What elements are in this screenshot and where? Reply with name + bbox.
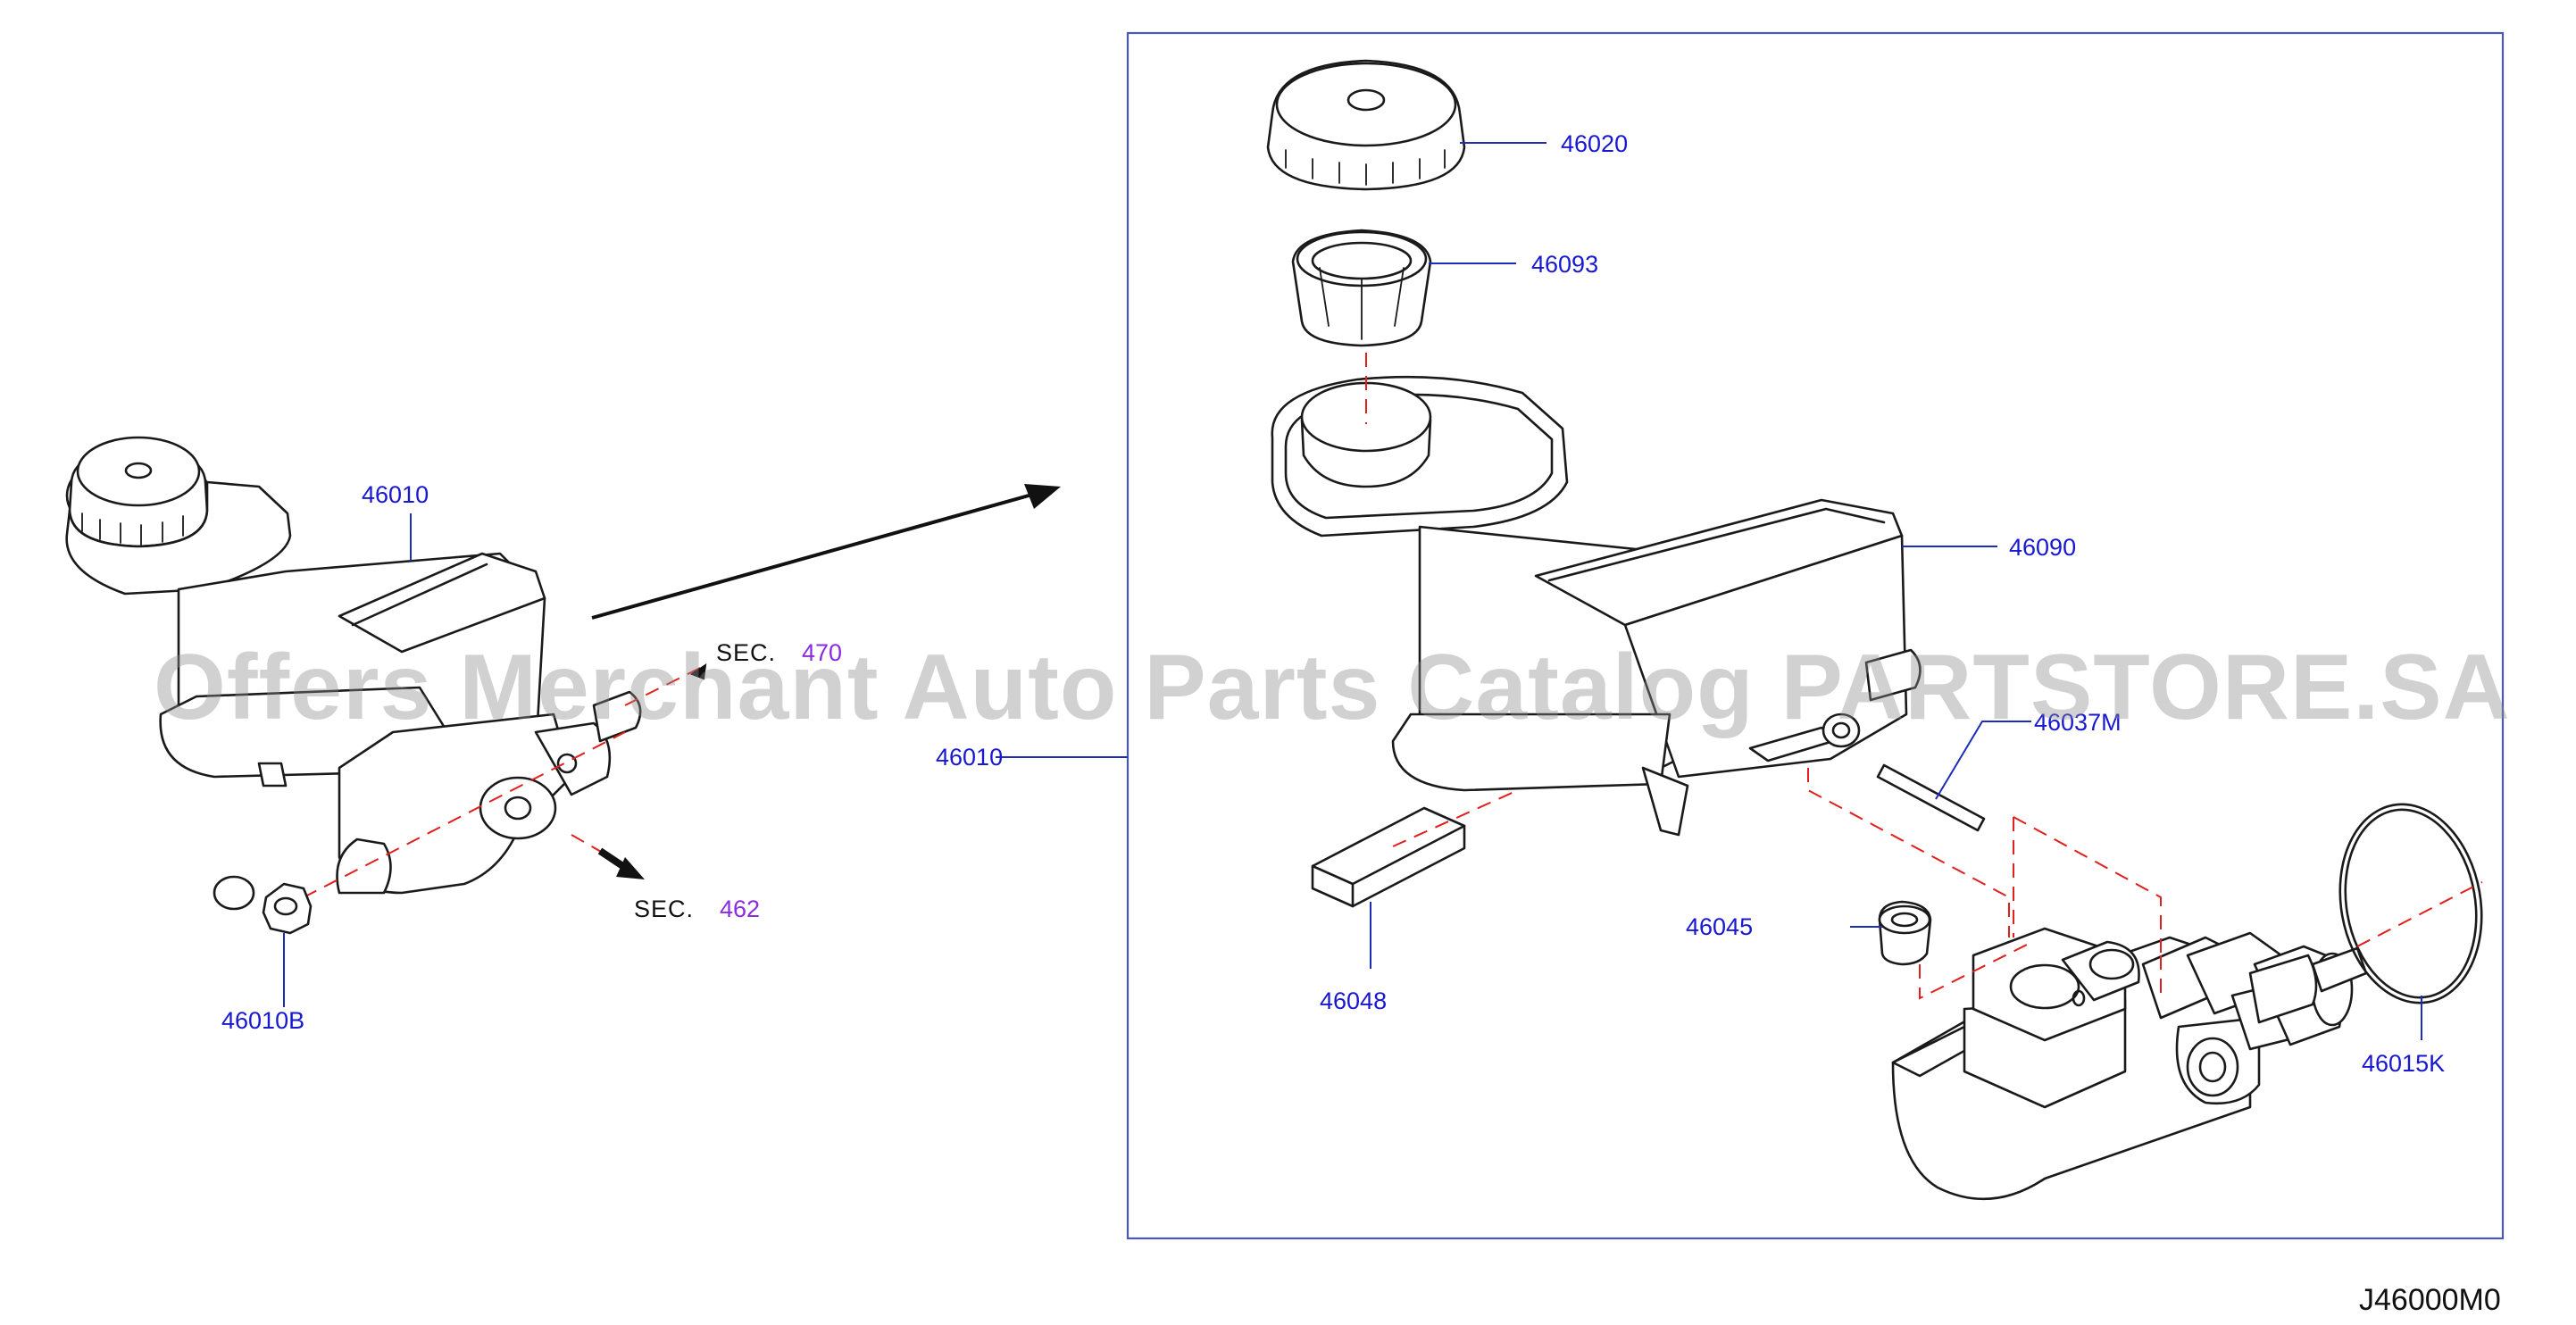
part-label-46010B: 46010B: [221, 1007, 304, 1034]
exploded-view: [1266, 59, 2483, 1201]
leader-lines: [283, 142, 2422, 1040]
assembly-illustration: [65, 436, 1061, 935]
part-label-46020: 46020: [1561, 130, 1628, 157]
cap-46020: [1266, 59, 1466, 191]
part-label-46045: 46045: [1686, 913, 1753, 940]
part-label-46093: 46093: [1531, 251, 1598, 278]
diagram-code: J46000M0: [2359, 1283, 2501, 1317]
part-labels: 46010 46010B 46010 46020 46093 46090 460…: [221, 130, 2445, 1077]
section-prefix: SEC.: [634, 896, 694, 922]
watermark-text: Offers Merchant Auto Parts Catalog PARTS…: [154, 636, 2511, 739]
part-label-46048: 46048: [1320, 988, 1387, 1014]
part-label-46015K: 46015K: [2362, 1050, 2445, 1077]
section-prefix: SEC.: [716, 639, 776, 666]
pin-46037M: [1876, 763, 1986, 832]
section-ref-462[interactable]: SEC. 462: [634, 896, 760, 922]
section-ref-470[interactable]: SEC. 470: [716, 639, 842, 666]
grommet-46045: [1878, 900, 1932, 966]
reservoir-46090: [1271, 375, 1922, 837]
seal-46048: [1311, 806, 1466, 908]
section-number[interactable]: 470: [802, 639, 842, 666]
strainer-46093: [1291, 229, 1432, 347]
section-number[interactable]: 462: [720, 896, 760, 922]
master-cylinder-body: [1891, 927, 2368, 1201]
part-label-46037M: 46037M: [2034, 709, 2122, 736]
part-label-46010: 46010: [362, 481, 429, 508]
part-label-46090: 46090: [2009, 534, 2076, 561]
detail-frame: [1126, 31, 2505, 1240]
o-ring-46015K: [2338, 803, 2483, 1004]
part-label-46010-frame: 46010: [936, 744, 1003, 771]
